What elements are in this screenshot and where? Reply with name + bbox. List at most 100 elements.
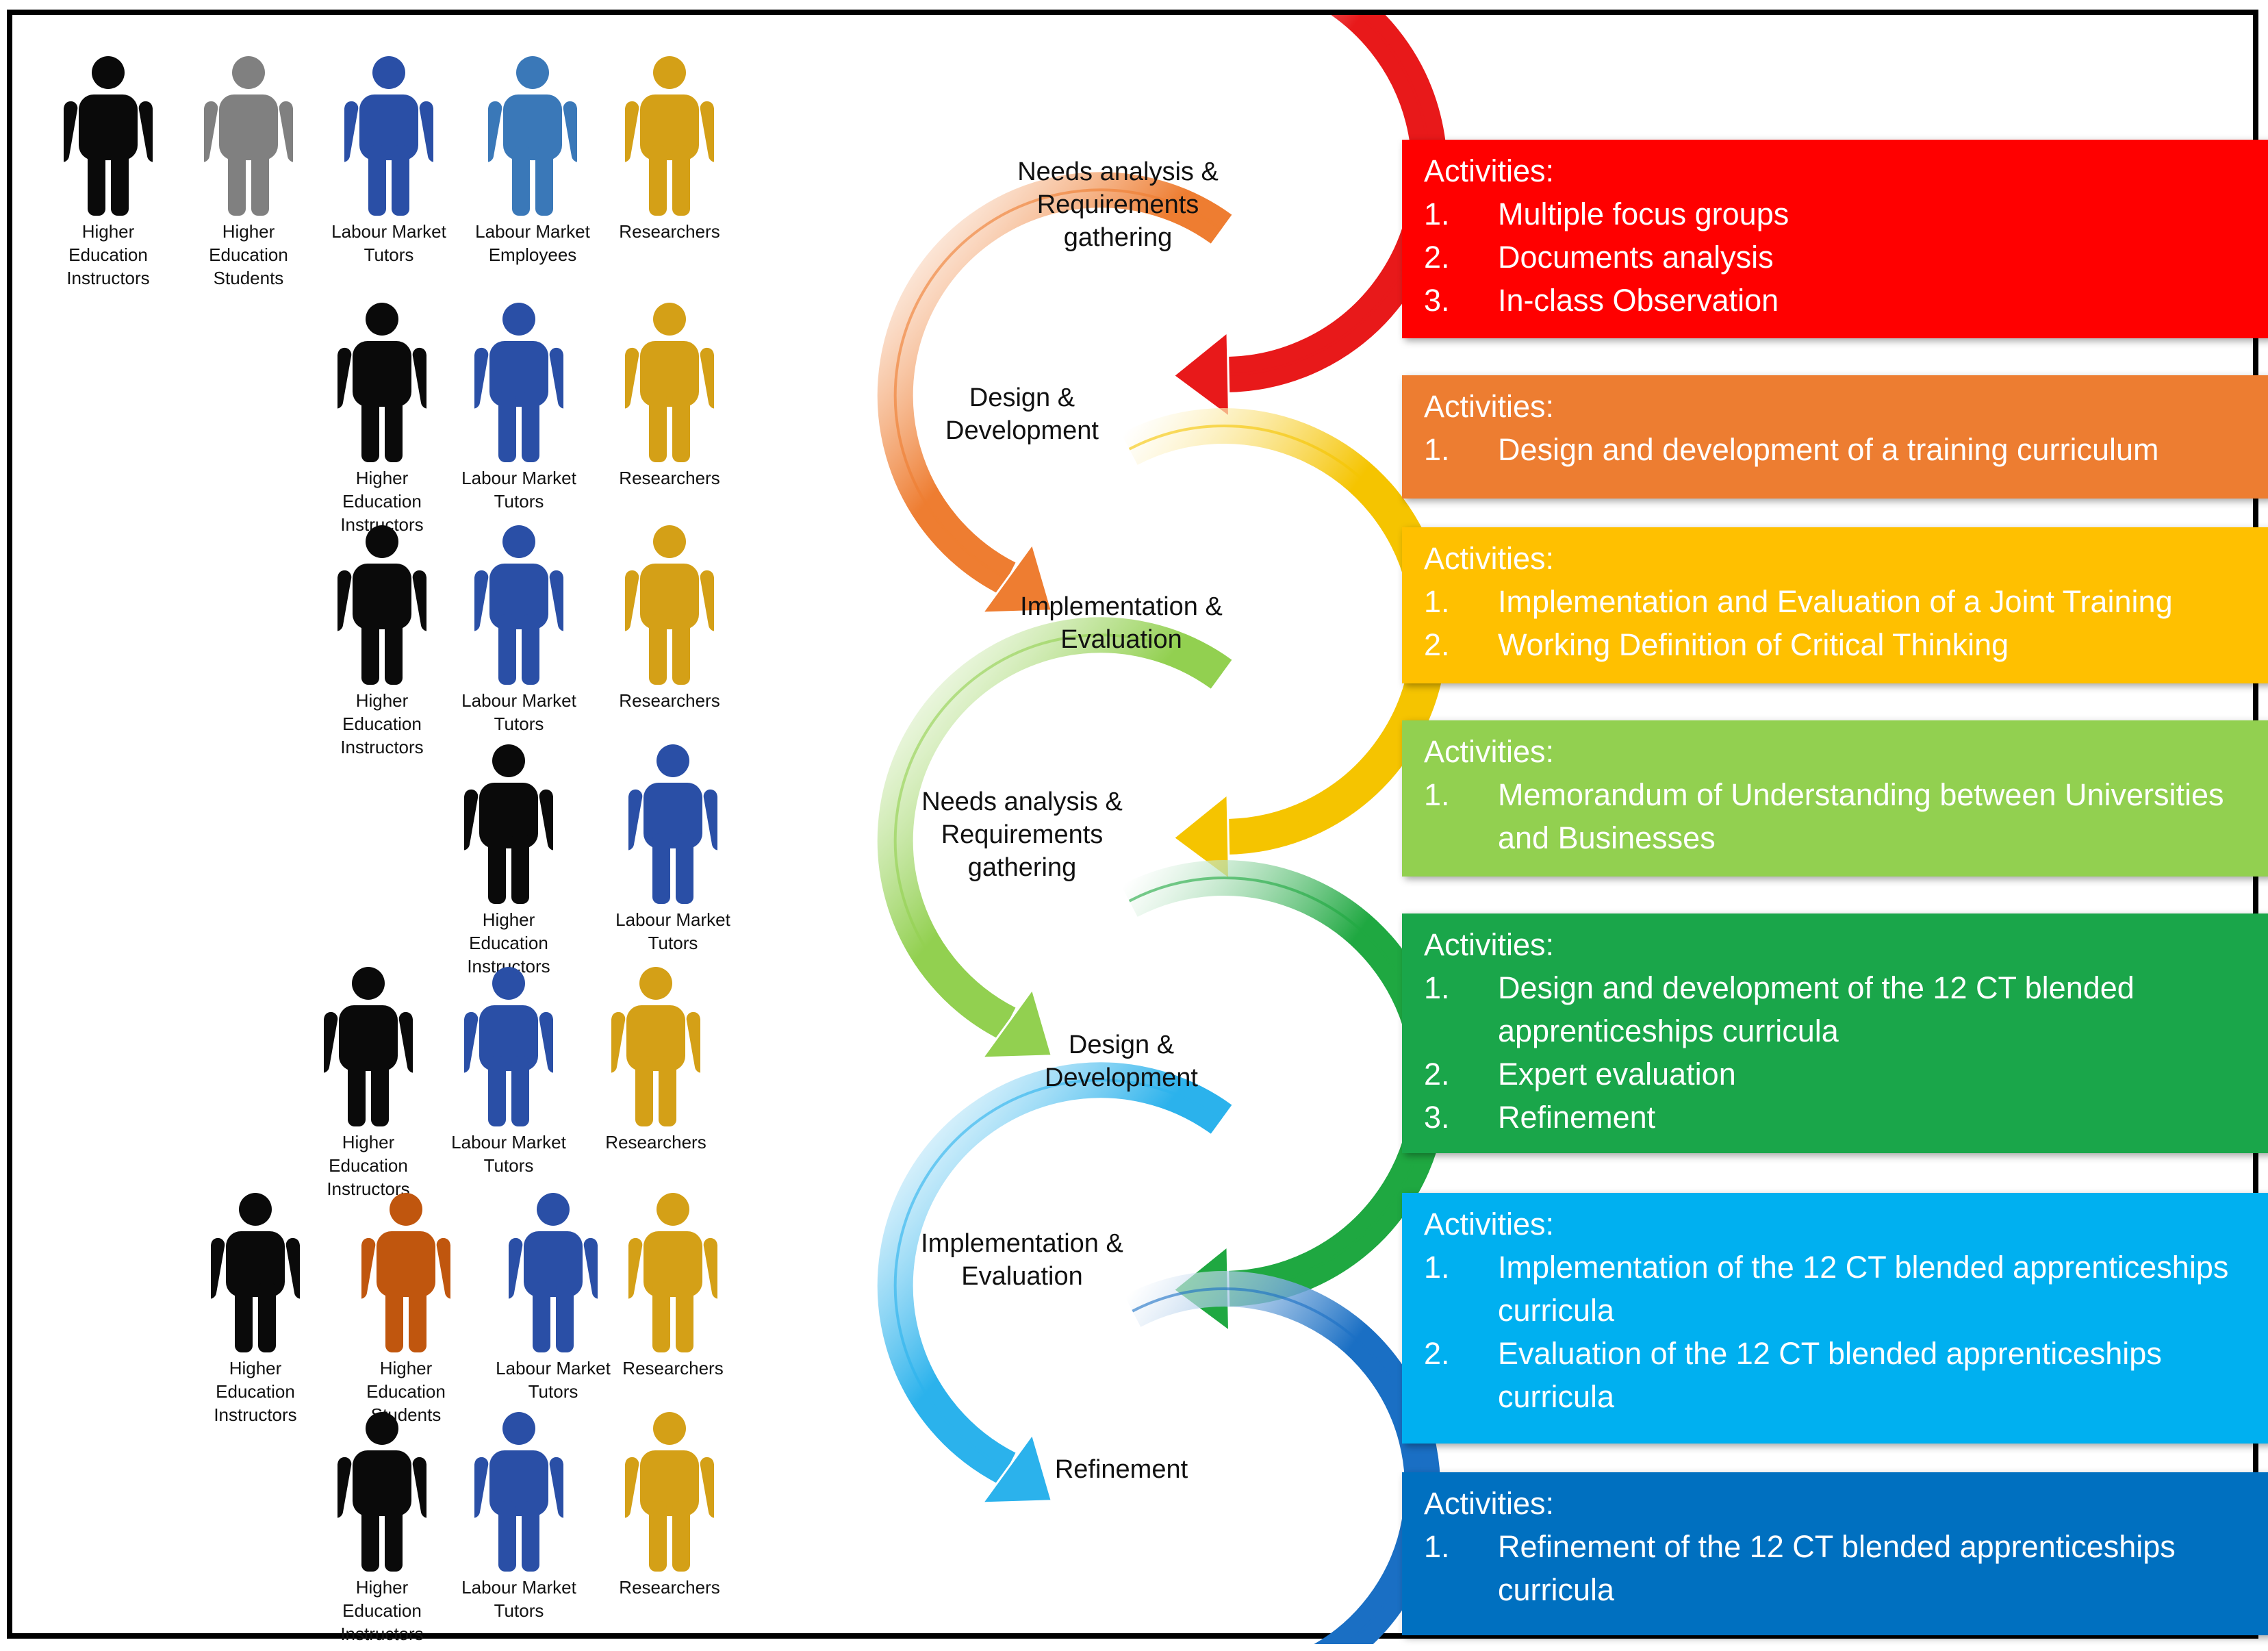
person-icon	[464, 744, 553, 904]
activity-panel-title: Activities:	[1424, 927, 1555, 962]
stakeholder-person: Labour Market Tutors	[454, 303, 584, 513]
activity-item: 1.Implementation of the 12 CT blended ap…	[1424, 1246, 2251, 1332]
activity-item-number: 1.	[1424, 197, 1450, 231]
stakeholder-label: Researchers	[619, 468, 720, 488]
stakeholder-person: Higher Education Instructors	[190, 1193, 320, 1426]
stage-label: Implementation & Evaluation	[921, 1229, 1123, 1291]
cycle-arrow	[877, 617, 1232, 1059]
activity-panel-title: Activities:	[1424, 734, 1555, 769]
activity-panel: Activities:1.Design and development of a…	[1402, 375, 2268, 499]
person-icon	[625, 56, 714, 216]
stakeholder-label: Labour Market Tutors	[451, 1132, 566, 1176]
activity-panel-title: Activities:	[1424, 153, 1555, 188]
stakeholder-label: Higher Education Instructors	[327, 1132, 410, 1199]
activity-list: 1. Memorandum of Understanding between Un…	[1424, 773, 2251, 859]
stakeholder-person: Labour Market Tutors	[324, 56, 454, 266]
stakeholder-person: Higher Education Instructors	[303, 967, 433, 1200]
stage-label: Needs analysis & Requirements gathering	[921, 787, 1123, 882]
activity-item-text: Refinement	[1498, 1100, 1656, 1135]
activity-item-text: Memorandum of Understanding between Univ…	[1498, 777, 2224, 855]
activity-item-text: Implementation and Evaluation of a Joint…	[1498, 584, 2173, 619]
stakeholder-label: Labour Market Tutors	[331, 221, 446, 265]
cycle-arrow	[1171, 15, 1447, 419]
activity-item-number: 1.	[1424, 777, 1450, 812]
person-icon	[337, 303, 426, 462]
activity-panel: Activities: 1.Refinement of the 12 CT ble…	[1402, 1472, 2268, 1635]
activity-list: 1.Design and development of the 12 CT bl…	[1424, 966, 2251, 1139]
stakeholder-person: Researchers	[608, 1193, 738, 1380]
activity-item-text: Documents analysis	[1498, 240, 1774, 275]
stakeholder-person: Higher Education Students	[183, 56, 314, 290]
activity-item-text: In-class Observation	[1498, 283, 1779, 318]
activity-panel-title: Activities:	[1424, 1486, 1555, 1521]
stakeholder-label: Researchers	[605, 1132, 706, 1152]
activity-item-text: Design and development of the 12 CT blen…	[1498, 970, 2135, 1048]
activity-list: 1.Implementation and Evaluation of a Joi…	[1424, 580, 2251, 666]
stakeholder-person: Higher Education Instructors	[317, 1412, 447, 1646]
stakeholder-person: Labour Market Tutors	[488, 1193, 618, 1403]
person-icon	[625, 303, 714, 462]
activity-panel: Activities: 1. Memorandum of Understanding…	[1402, 720, 2268, 877]
activity-list: 1. Design and development of a training c…	[1424, 428, 2251, 471]
person-icon	[625, 1412, 714, 1572]
stakeholder-label: Higher Education Students	[366, 1358, 446, 1425]
activity-item-number: 2.	[1424, 240, 1450, 275]
activity-item: 1. Memorandum of Understanding between Un…	[1424, 773, 2251, 859]
stakeholder-label: Labour Market Tutors	[461, 690, 576, 734]
stage-label: Refinement	[1054, 1455, 1188, 1484]
activity-item-text: Design and development of a training cur…	[1498, 432, 2159, 467]
stakeholder-person: Higher Education Students	[341, 1193, 471, 1426]
stakeholder-person: Researchers	[604, 56, 735, 243]
stakeholder-label: Researchers	[619, 690, 720, 711]
activity-item: 1. Design and development of a training c…	[1424, 428, 2251, 471]
activity-panel-title: Activities:	[1424, 541, 1555, 576]
stakeholder-label: Labour Market Tutors	[615, 909, 730, 953]
stage-label: Implementation & Evaluation	[1020, 592, 1223, 654]
activity-item: 2. Working Definition of Critical Thinkin…	[1424, 623, 2251, 666]
stakeholder-person: Higher Education Instructors	[43, 56, 173, 290]
activity-item-text: Evaluation of the 12 CT blended apprenti…	[1498, 1336, 2162, 1414]
activity-item-number: 3.	[1424, 1100, 1450, 1135]
stakeholder-person: Labour Market Employees	[468, 56, 598, 266]
activity-item: 1.Refinement of the 12 CT blended appren…	[1424, 1525, 2251, 1611]
stakeholder-person: Researchers	[591, 967, 721, 1154]
stage-label: Design & Development	[945, 383, 1099, 445]
person-icon	[204, 56, 293, 216]
activity-item: 3. Refinement	[1424, 1096, 2251, 1139]
activity-item: 2. Evaluation of the 12 CT blended appren…	[1424, 1332, 2251, 1418]
activity-list: 1.Refinement of the 12 CT blended appren…	[1424, 1525, 2251, 1611]
activity-item-number: 2.	[1424, 627, 1450, 662]
person-icon	[611, 967, 700, 1126]
stakeholder-person: Researchers	[604, 303, 735, 490]
stakeholder-person: Labour Market Tutors	[454, 525, 584, 735]
stakeholder-label: Labour Market Tutors	[461, 468, 576, 512]
stakeholder-label: Higher Education Instructors	[340, 1577, 424, 1644]
activity-item: 1.Implementation and Evaluation of a Joi…	[1424, 580, 2251, 623]
activity-item-number: 3.	[1424, 283, 1450, 318]
stakeholder-person: Labour Market Tutors	[444, 967, 574, 1177]
stakeholder-person: Researchers	[604, 525, 735, 712]
activity-item-number: 2.	[1424, 1336, 1450, 1371]
activity-item-number: 1.	[1424, 1529, 1450, 1564]
activity-item-text: Implementation of the 12 CT blended appr…	[1498, 1250, 2229, 1328]
person-icon	[509, 1193, 598, 1352]
stakeholder-label: Labour Market Employees	[475, 221, 590, 265]
stakeholder-label: Higher Education Instructors	[214, 1358, 297, 1425]
activity-item-text: Working Definition of Critical Thinking	[1498, 627, 2009, 662]
stakeholder-label: Higher Education Students	[209, 221, 288, 288]
stakeholder-person: Labour Market Tutors	[454, 1412, 584, 1622]
stakeholder-label: Researchers	[619, 221, 720, 242]
stakeholder-label: Researchers	[622, 1358, 724, 1378]
activity-item-number: 2.	[1424, 1057, 1450, 1092]
person-icon	[337, 525, 426, 685]
person-icon	[361, 1193, 450, 1352]
stakeholder-person: Higher Education Instructors	[317, 525, 447, 759]
activity-item-number: 1.	[1424, 432, 1450, 467]
stakeholder-person: Researchers	[604, 1412, 735, 1599]
cycle-arrow	[877, 172, 1232, 614]
activity-item: 3. In-class Observation	[1424, 279, 2251, 322]
stakeholder-label: Higher Education Instructors	[66, 221, 150, 288]
